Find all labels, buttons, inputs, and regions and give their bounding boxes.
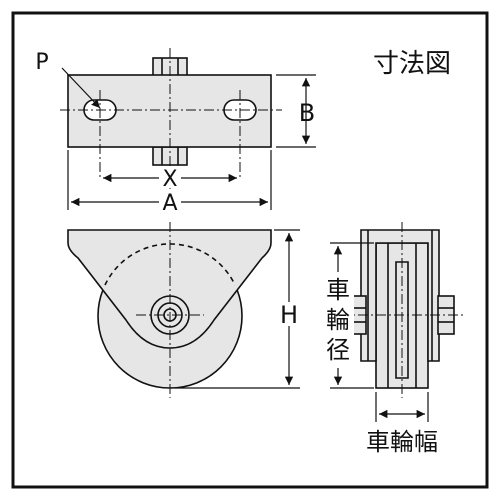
dimension-b	[276, 74, 316, 148]
drawing-title: 寸法図	[373, 49, 451, 79]
front-view-centerlines	[136, 222, 204, 398]
top-view-centerlines	[60, 48, 282, 195]
x-label-bg	[159, 166, 181, 188]
wheel-diameter-label-bg	[322, 272, 354, 368]
dimension-label-wheel-width: 車輪幅	[366, 428, 438, 456]
side-view-centerlines	[340, 222, 464, 398]
dimension-label-a: A	[162, 191, 177, 216]
a-label-bg	[159, 190, 181, 212]
wheel-diameter-char-1: 車	[326, 276, 350, 304]
outer-frame	[11, 11, 489, 489]
dimension-label-p: P	[35, 50, 48, 75]
dimension-label-x: X	[162, 167, 177, 192]
dimension-wheel-width	[375, 392, 429, 422]
p-leader-line	[61, 67, 101, 109]
dimension-label-h: H	[280, 301, 298, 329]
wheel-diameter-char-3: 径	[326, 336, 350, 364]
h-label-bg	[278, 302, 300, 326]
wheel-diameter-char-2: 輪	[326, 306, 350, 334]
dimension-label-b: B	[299, 99, 315, 127]
